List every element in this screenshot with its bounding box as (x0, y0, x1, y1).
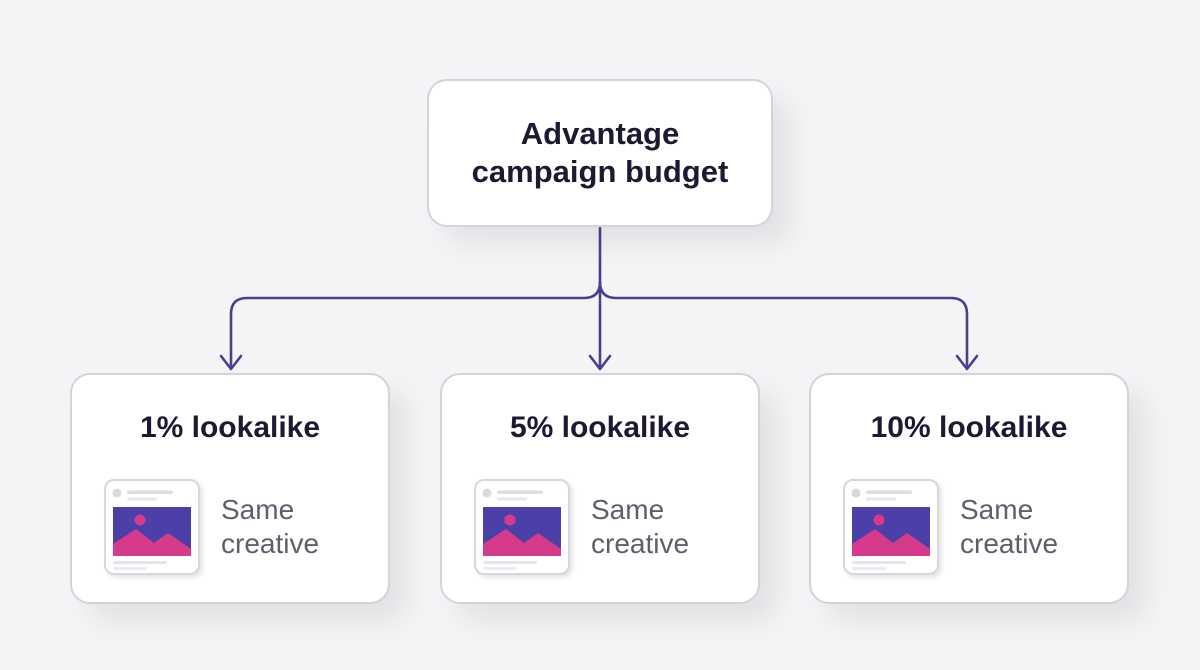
ad-creative-icon (843, 479, 939, 575)
ad-creative-icon (104, 479, 200, 575)
campaign-budget-node: Advantage campaign budget (427, 79, 773, 227)
campaign-budget-title: Advantage campaign budget (471, 116, 729, 189)
arrow-head-left (219, 354, 243, 371)
audience-title: 5% lookalike (509, 411, 691, 444)
arrow-head-middle (588, 354, 612, 371)
connector-trunk (598, 226, 969, 370)
ad-creative-icon (474, 479, 570, 575)
arrow-head-right (955, 354, 979, 371)
connector-left-branch (229, 280, 602, 370)
creative-label: Same creative (960, 494, 1059, 559)
audience-node-5pct: 5% lookalike Same creative (440, 373, 760, 604)
audience-title: 10% lookalike (870, 411, 1068, 444)
audience-title: 1% lookalike (139, 411, 321, 444)
creative-label: Same creative (221, 494, 320, 559)
creative-label: Same creative (591, 494, 690, 559)
audience-node-10pct: 10% lookalike Same creative (809, 373, 1129, 604)
audience-node-1pct: 1% lookalike Same creative (70, 373, 390, 604)
